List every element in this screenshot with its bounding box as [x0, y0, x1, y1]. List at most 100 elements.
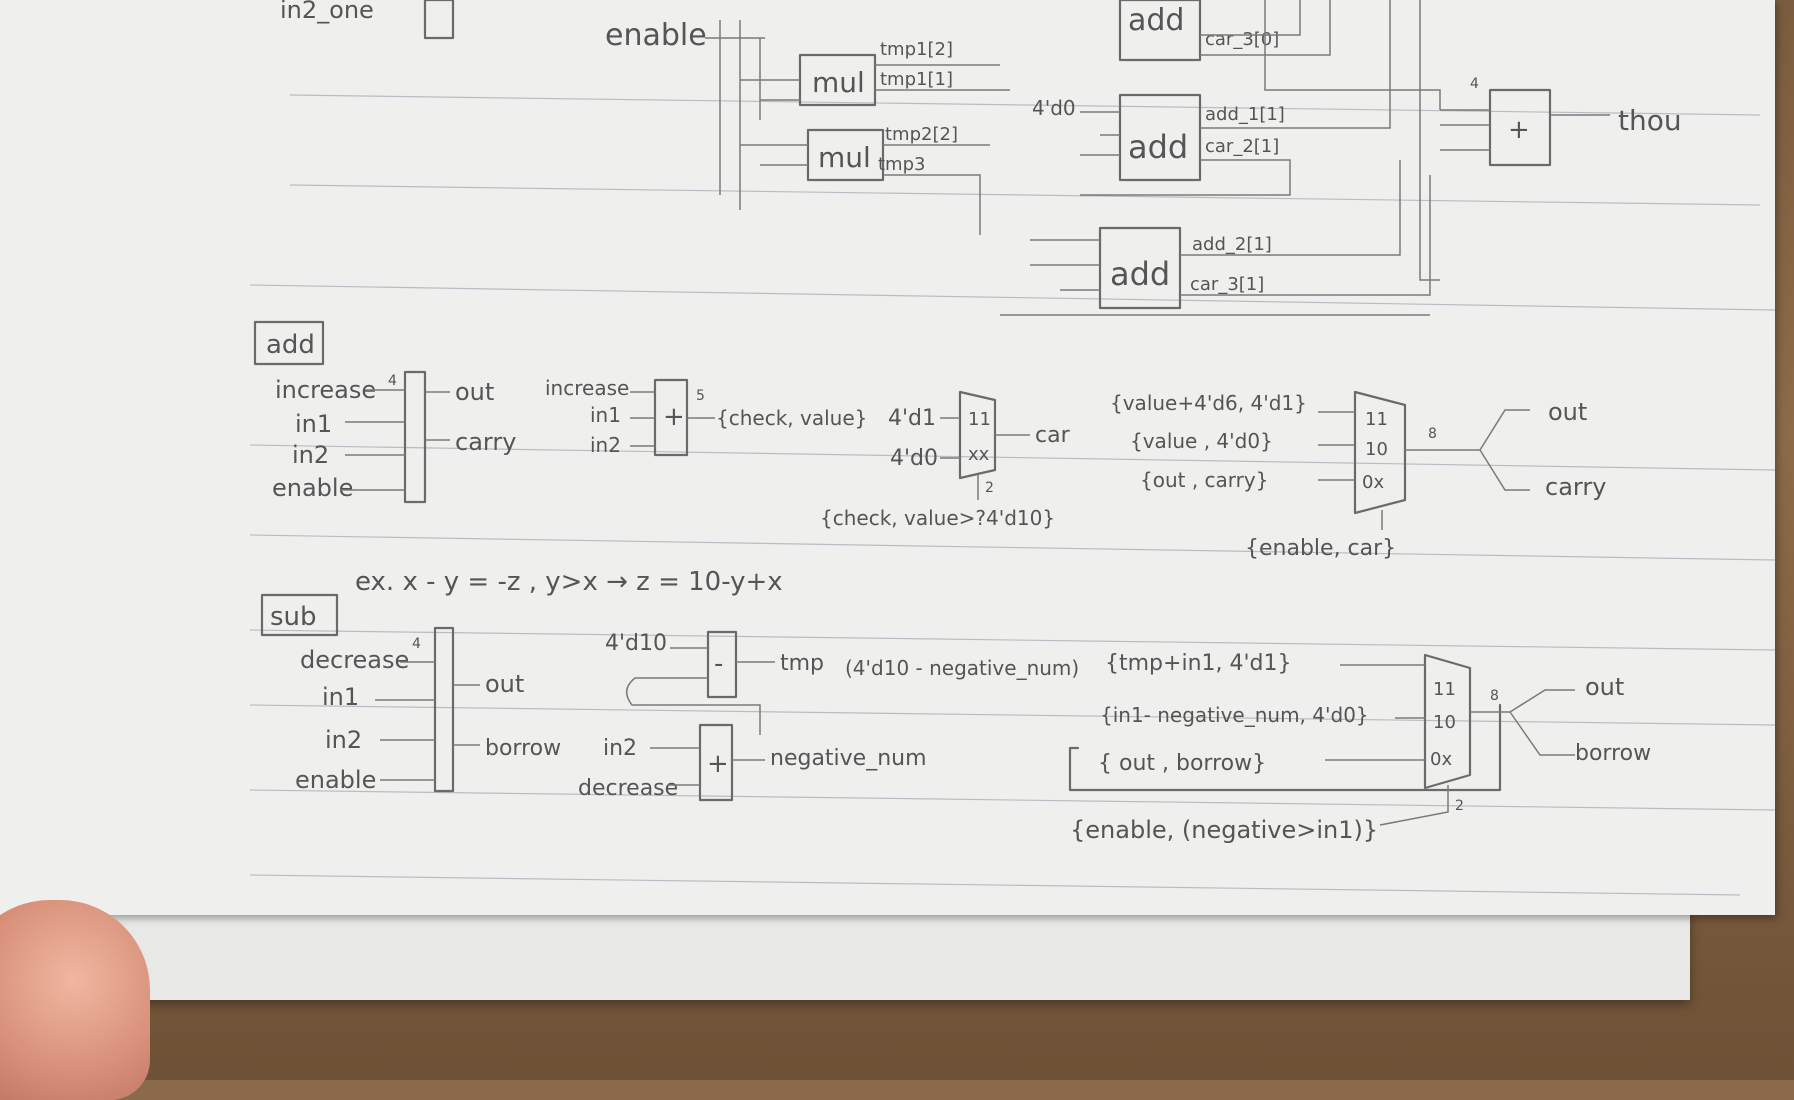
- sub-mux-in-1: {tmp+in1, 4'd1}: [1105, 651, 1292, 676]
- svg-text:+: +: [1508, 115, 1530, 145]
- sub-port-enable: enable: [295, 766, 376, 794]
- sub-module: ex. x - y = -z , y>x → z = 10-y+x sub de…: [260, 567, 1651, 844]
- mul-block-2: [806, 128, 885, 182]
- add-mux-1: [958, 390, 997, 480]
- thumb: [0, 900, 150, 1100]
- sub-mux-select: {enable, (negative>in1)}: [1070, 816, 1378, 844]
- mux1-out-car: car: [1035, 423, 1071, 448]
- sub-adder-out: negative_num: [770, 746, 927, 771]
- mux1-select: {check, value>?4'd10}: [820, 506, 1055, 530]
- svg-text:11: 11: [1433, 679, 1456, 700]
- sub-blackbox: [433, 626, 455, 793]
- add-mux-2: [1353, 390, 1407, 515]
- sub-title-box: [260, 593, 339, 637]
- sub-subtractor: [706, 630, 738, 699]
- add-title-box: [253, 320, 325, 366]
- add-port-out: out: [455, 378, 494, 406]
- mux2-out-out: out: [1548, 398, 1587, 426]
- sub-mux-in-2: {in1- negative_num, 4'd0}: [1100, 703, 1369, 727]
- add-title: add: [266, 330, 315, 360]
- svg-text:4: 4: [412, 636, 421, 652]
- label-thou: thou: [1618, 104, 1682, 137]
- svg-text:5: 5: [696, 388, 705, 404]
- sub-mux-out-borrow: borrow: [1575, 741, 1651, 766]
- label-car2-1: car_2[1]: [1205, 136, 1279, 157]
- sub-example: ex. x - y = -z , y>x → z = 10-y+x: [355, 567, 783, 597]
- sub-mux-out-out: out: [1585, 673, 1624, 701]
- add-blackbox: [403, 370, 427, 504]
- sub-adder-in-decrease: decrease: [578, 776, 678, 801]
- mux1-in-4d0: 4'd0: [890, 446, 938, 471]
- sub-mux-in-3: { out , borrow}: [1098, 751, 1266, 776]
- label-add-2: add: [1110, 255, 1170, 293]
- adder-in-increase: increase: [545, 376, 629, 400]
- sub-adder-in-in2: in2: [603, 736, 637, 761]
- label-add-0: add: [1128, 3, 1184, 38]
- label-enable: enable: [605, 18, 707, 53]
- mux1-in-4d1: 4'd1: [888, 406, 936, 431]
- label-4d0: 4'd0: [1032, 96, 1076, 120]
- svg-text:4: 4: [388, 373, 397, 389]
- svg-text:11: 11: [968, 409, 991, 430]
- add-port-in1: in1: [295, 410, 332, 438]
- sub-port-decrease: decrease: [300, 646, 409, 674]
- sub-out-tmp: tmp: [780, 651, 824, 676]
- svg-text:10: 10: [1365, 439, 1388, 460]
- svg-text:11: 11: [1365, 409, 1388, 430]
- svg-text:10: 10: [1433, 712, 1456, 733]
- sub-port-in1: in1: [322, 683, 359, 711]
- label-in2-one: in2_one: [280, 0, 374, 24]
- ruled-lines: [249, 94, 1776, 896]
- sub-title: sub: [270, 602, 317, 632]
- label-width-4: 4: [1470, 76, 1479, 92]
- adder-out-check-value: {check, value}: [716, 406, 867, 430]
- label-mul-2: mul: [818, 141, 871, 174]
- mux2-select: {enable, car}: [1245, 536, 1396, 561]
- svg-text:-: -: [714, 649, 723, 679]
- label-add1-1: add_1[1]: [1205, 104, 1285, 125]
- add-port-increase: increase: [275, 376, 376, 404]
- svg-text:0x: 0x: [1430, 749, 1452, 770]
- sub-in-4d10: 4'd10: [605, 631, 667, 656]
- add-port-carry: carry: [455, 428, 516, 456]
- mux2-in-3: {out , carry}: [1140, 468, 1268, 492]
- mux2-out-carry: carry: [1545, 473, 1606, 501]
- mux2-in-1: {value+4'd6, 4'd1}: [1110, 391, 1307, 415]
- add-block-2: [1098, 226, 1182, 310]
- label-add-1: add: [1128, 128, 1188, 166]
- label-tmp2-2: tmp2[2]: [885, 124, 958, 145]
- svg-text:2: 2: [985, 480, 994, 496]
- add-module: add increase in1 in2 enable out carry 4 …: [253, 320, 1606, 561]
- mux2-in-2: {value , 4'd0}: [1130, 429, 1273, 453]
- svg-text:2: 2: [1455, 798, 1464, 814]
- top-circuit: in2_one enable mul mul tmp1[2] tmp1[1] t…: [280, 0, 1682, 316]
- sub-mux: [1423, 653, 1472, 790]
- svg-text:0x: 0x: [1362, 472, 1384, 493]
- sub-port-in2: in2: [325, 726, 362, 754]
- adder-in-in1: in1: [590, 403, 621, 427]
- svg-text:+: +: [707, 749, 729, 779]
- add-port-in2: in2: [292, 441, 329, 469]
- adder-in-in2: in2: [590, 433, 621, 457]
- label-tmp3: tmp3: [878, 154, 925, 175]
- label-tmp1-2: tmp1[2]: [880, 39, 953, 60]
- add-port-enable: enable: [272, 474, 353, 502]
- svg-text:xx: xx: [968, 444, 990, 465]
- sub-port-borrow: borrow: [485, 736, 561, 761]
- sub-adder: [698, 723, 734, 802]
- sub-note: (4'd10 - negative_num): [845, 656, 1079, 680]
- final-adder: [1488, 88, 1552, 167]
- notebook-page: [0, 0, 1775, 915]
- svg-text:8: 8: [1428, 426, 1437, 442]
- label-mul-1: mul: [812, 66, 865, 99]
- label-car3-0: car_3[0]: [1205, 29, 1279, 50]
- svg-text:8: 8: [1490, 688, 1499, 704]
- add-block-1: [1118, 93, 1202, 182]
- label-add2-1: add_2[1]: [1192, 234, 1272, 255]
- sub-port-out: out: [485, 670, 524, 698]
- svg-text:+: +: [663, 402, 685, 432]
- label-tmp1-1: tmp1[1]: [880, 69, 953, 90]
- label-car3-1: car_3[1]: [1190, 274, 1264, 295]
- add-block-0: [1118, 0, 1202, 62]
